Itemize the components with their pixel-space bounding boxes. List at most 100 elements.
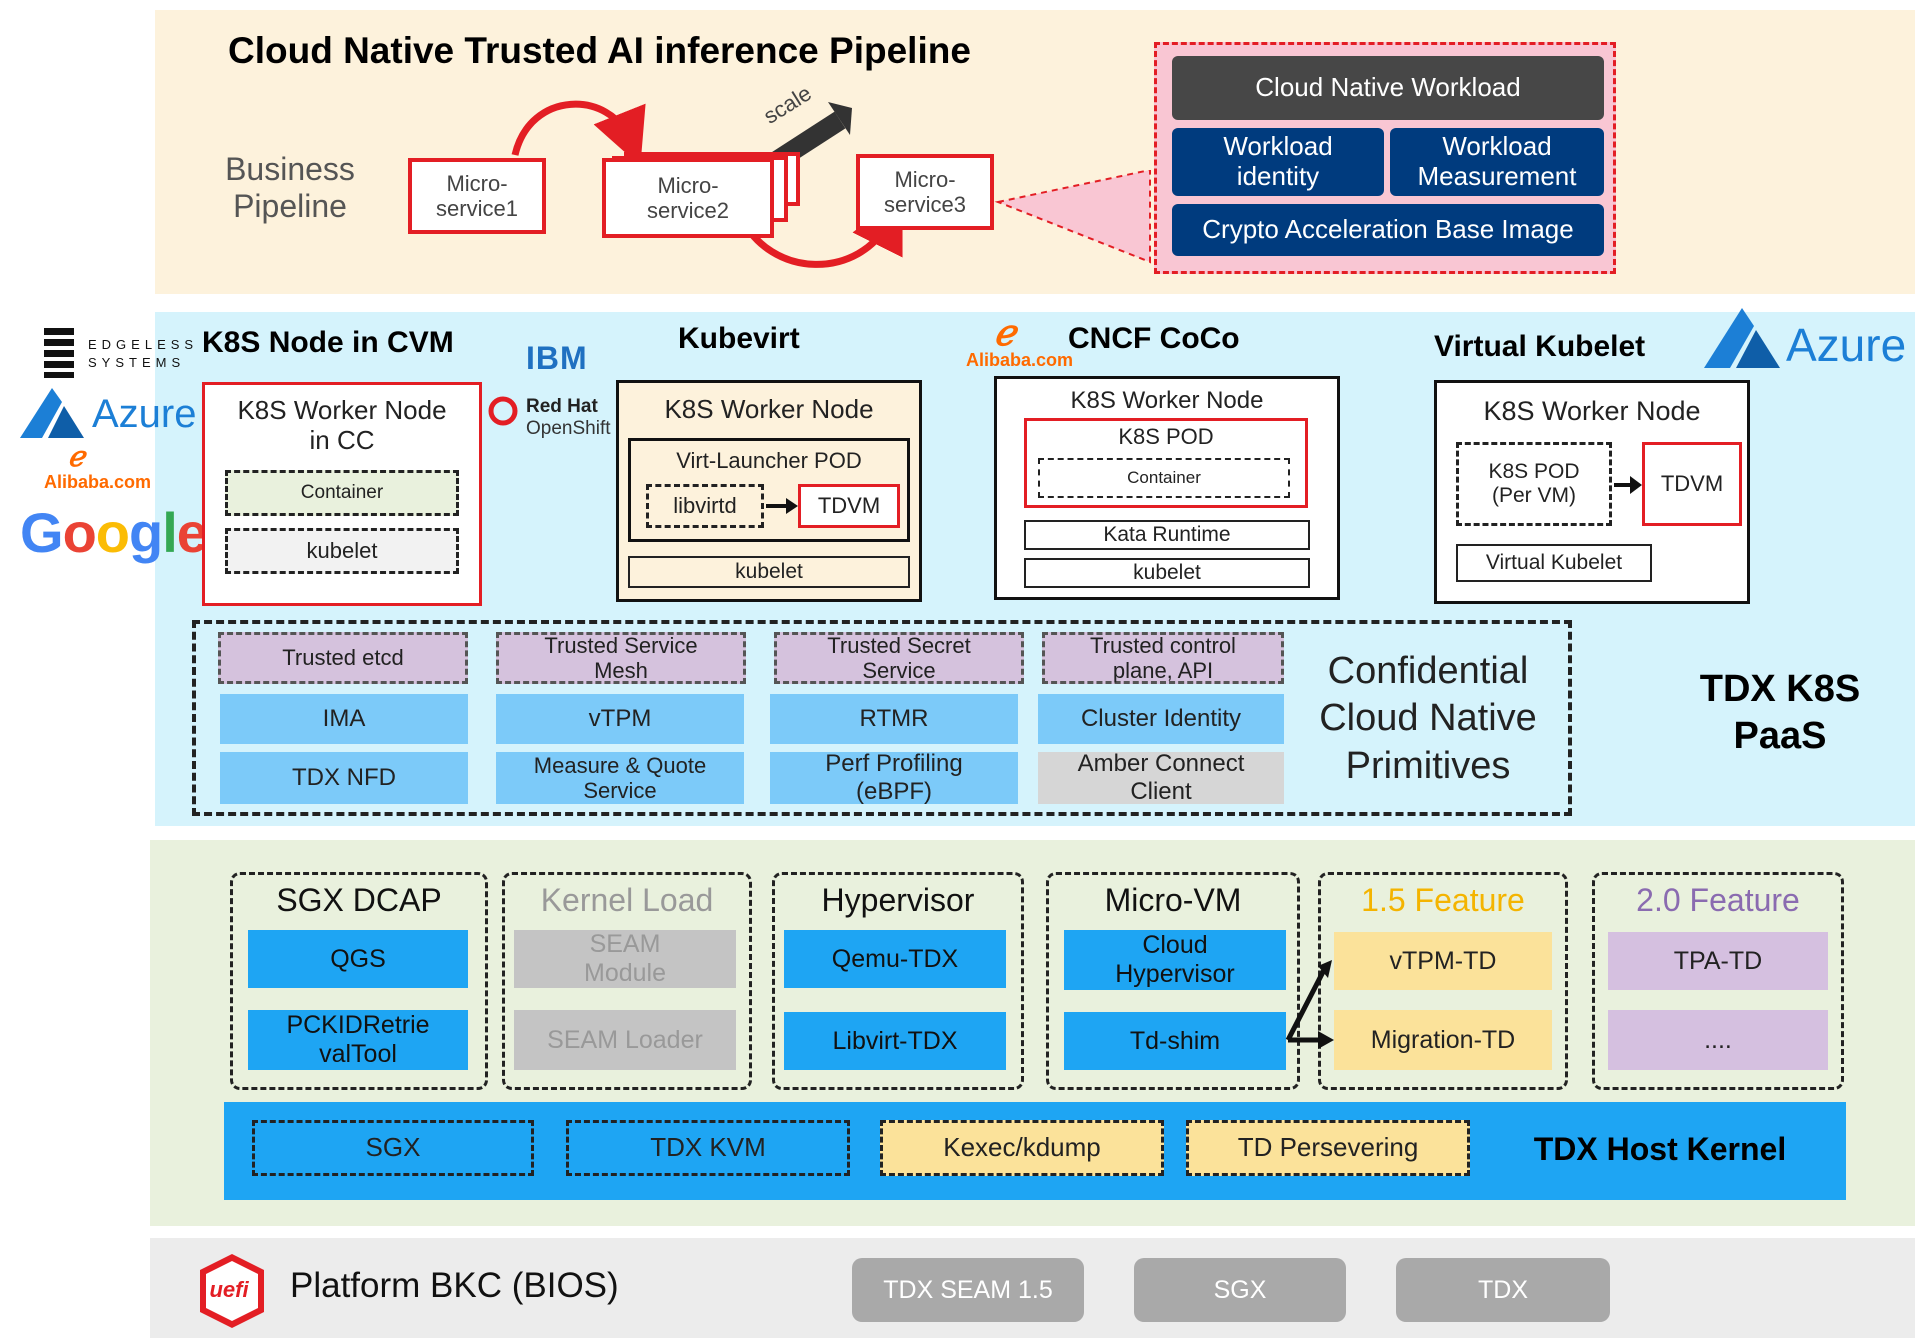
amber-connect-line1: Amber Connect xyxy=(1077,750,1245,778)
microservice3: Micro- service3 xyxy=(856,154,994,230)
trusted-secret-service: Trusted Secret Service xyxy=(774,632,1024,684)
vk-pod: K8S POD (Per VM) xyxy=(1456,442,1612,526)
seam-loader: SEAM Loader xyxy=(514,1010,736,1070)
cvm-column-title: K8S Node in CVM xyxy=(202,326,454,359)
trusted-secret-line1: Trusted Secret xyxy=(827,632,971,658)
pckid-retrieval-tool: PCKIDRetrie valTool xyxy=(248,1010,468,1070)
trusted-secret-line2: Service xyxy=(862,658,936,683)
vk-worker-title: K8S Worker Node xyxy=(1483,396,1701,427)
kubevirt-kubelet: kubelet xyxy=(628,556,910,588)
qemu-tdx: Qemu-TDX xyxy=(784,930,1006,988)
feature20-title: 2.0 Feature xyxy=(1636,881,1800,918)
business-label-line1: Business xyxy=(225,151,355,188)
cvm-worker-line2: in CC xyxy=(309,425,375,455)
workload-measurement-line2: Measurement xyxy=(1417,161,1577,191)
pipeline-band xyxy=(155,10,1915,294)
workload-identity-line2: identity xyxy=(1236,161,1320,191)
coco-kubelet: kubelet xyxy=(1024,558,1310,588)
ms3-line1: Micro- xyxy=(894,166,956,192)
trusted-control-line1: Trusted control xyxy=(1090,632,1236,658)
cloud-hypervisor-line2: Hypervisor xyxy=(1115,960,1235,988)
kernel-load-group xyxy=(502,872,752,1090)
uefi-logo-letters: uefi xyxy=(209,1277,249,1303)
alibaba-logo-icon: ℯ xyxy=(68,441,85,472)
google-logo: Google xyxy=(20,501,208,564)
feature20-group xyxy=(1592,872,1844,1090)
platform-label: Platform BKC (BIOS) xyxy=(290,1266,619,1305)
feature20-more: .... xyxy=(1608,1010,1828,1070)
primitives-label-line3: Primitives xyxy=(1345,744,1511,787)
host-kernel-label: TDX Host Kernel xyxy=(1533,1130,1787,1167)
primitives-label-line1: Confidential xyxy=(1327,649,1529,692)
tpa-td: TPA-TD xyxy=(1608,932,1828,990)
kernel-load-title: Kernel Load xyxy=(540,881,714,918)
alibaba-logo-text-2: Alibaba.com xyxy=(966,350,1074,370)
measure-quote-line1: Measure & Quote xyxy=(533,752,707,778)
ibm-logo: IBM xyxy=(526,340,588,376)
primitives-frame xyxy=(192,620,1572,816)
ima: IMA xyxy=(220,694,468,744)
libvirtd: libvirtd xyxy=(646,484,764,528)
edgeless-line2: SYSTEMS xyxy=(88,355,186,370)
qgs: QGS xyxy=(248,930,468,988)
pckid-line1: PCKIDRetrie xyxy=(286,1011,430,1040)
paas-label-line1: TDX K8S xyxy=(1699,667,1861,710)
redhat-logo-icon xyxy=(488,396,518,426)
perf-profiling-line2: (eBPF) xyxy=(855,778,932,805)
trusted-service-mesh-line1: Trusted Service xyxy=(544,632,698,658)
crypto-acceleration-base-image: Crypto Acceleration Base Image xyxy=(1172,204,1604,256)
workload-callout xyxy=(994,170,1151,264)
perf-profiling-line1: Perf Profiling xyxy=(825,750,963,778)
kexec-kdump: Kexec/kdump xyxy=(880,1120,1164,1176)
feature15-title: 1.5 Feature xyxy=(1361,881,1525,918)
cvm-container: Container xyxy=(225,470,459,516)
workload-measurement: Workload Measurement xyxy=(1390,128,1604,196)
primitives-label-line2: Cloud Native xyxy=(1319,697,1537,740)
azure-logo-text-2: Azure xyxy=(1786,319,1907,371)
ms1-line1: Micro- xyxy=(446,170,508,196)
cvm-worker-title: K8S Worker Node in CC xyxy=(202,392,482,460)
coco-worker-title: K8S Worker Node xyxy=(1070,387,1264,415)
trusted-service-mesh-line2: Mesh xyxy=(594,658,648,683)
measure-quote-service: Measure & Quote Service xyxy=(496,752,744,804)
tdx-nfd: TDX NFD xyxy=(220,752,468,804)
scale-arrow-head xyxy=(828,102,852,135)
microvm-group xyxy=(1046,872,1300,1090)
workload-identity: Workload identity xyxy=(1172,128,1384,196)
primitives-label: Confidential Cloud Native Primitives xyxy=(1296,644,1560,794)
cluster-identity: Cluster Identity xyxy=(1038,694,1284,744)
virt-launcher-title: Virt-Launcher POD xyxy=(676,448,862,474)
coco-container: Container xyxy=(1038,458,1290,498)
ms1-to-ms2-arrow xyxy=(511,100,646,166)
vkpod-to-tdvm-arrow xyxy=(1614,476,1642,494)
kubevirt-worker-title: K8S Worker Node xyxy=(664,394,874,425)
virtual-kubelet: Virtual Kubelet xyxy=(1456,544,1652,582)
cloud-native-workload: Cloud Native Workload xyxy=(1172,56,1604,120)
trusted-control-line2: plane, API xyxy=(1112,658,1214,683)
coco-column-title: CNCF CoCo xyxy=(1068,322,1240,355)
workload-measurement-line1: Workload xyxy=(1442,131,1552,162)
tdx-seam-pill: TDX SEAM 1.5 xyxy=(852,1258,1084,1322)
td-shim: Td-shim xyxy=(1064,1012,1286,1070)
uefi-logo-icon xyxy=(200,1254,264,1328)
rtmr: RTMR xyxy=(770,694,1018,744)
migration-td: Migration-TD xyxy=(1334,1010,1552,1070)
kubevirt-tdvm: TDVM xyxy=(798,484,900,528)
cvm-kubelet: kubelet xyxy=(225,528,459,574)
business-label-line2: Pipeline xyxy=(233,188,347,224)
vtpm: vTPM xyxy=(496,694,744,744)
business-pipeline-label: Business Pipeline xyxy=(200,148,380,228)
tdx-pill: TDX xyxy=(1396,1258,1610,1322)
ms2-line1: Micro- xyxy=(657,172,719,198)
kubevirt-column-title: Kubevirt xyxy=(678,322,800,355)
seam-module: SEAM Module xyxy=(514,930,736,988)
sgx-dcap-title: SGX DCAP xyxy=(276,881,442,918)
ms2-line2: service2 xyxy=(647,198,729,223)
azure-logo-icon-2 xyxy=(1704,308,1780,368)
tdshim-to-feature-arrows xyxy=(1285,960,1334,1049)
seam-module-line2: Module xyxy=(584,959,666,987)
paas-label: TDX K8S PaaS xyxy=(1660,658,1900,768)
redhat-line2: OpenShift xyxy=(526,418,611,439)
coco-pod xyxy=(1024,418,1308,508)
sgx-dcap-group xyxy=(230,872,488,1090)
